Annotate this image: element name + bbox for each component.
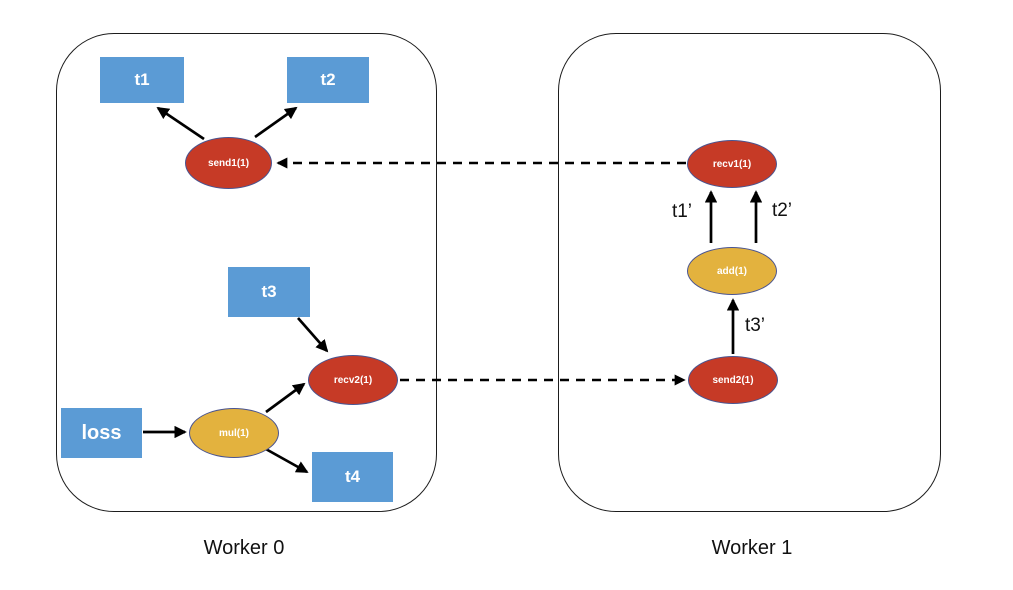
edge-label-t1-grad: t1’: [671, 201, 693, 222]
worker1-boundary: [558, 33, 941, 512]
node-t2: t2: [287, 57, 369, 103]
node-loss: loss: [61, 408, 142, 458]
node-send2: send2(1): [688, 356, 778, 404]
node-recv2: recv2(1): [308, 355, 398, 405]
node-t1: t1: [100, 57, 184, 103]
worker1-label: Worker 1: [711, 537, 793, 559]
node-t4: t4: [312, 452, 393, 502]
worker0-boundary: [56, 33, 437, 512]
node-recv1: recv1(1): [687, 140, 777, 188]
node-add: add(1): [687, 247, 777, 295]
node-t3: t3: [228, 267, 310, 317]
worker0-label: Worker 0: [203, 537, 285, 559]
node-mul: mul(1): [189, 408, 279, 458]
edge-label-t3-grad: t3’: [744, 315, 766, 336]
node-send1: send1(1): [185, 137, 272, 189]
edge-label-t2-grad: t2’: [771, 200, 793, 221]
